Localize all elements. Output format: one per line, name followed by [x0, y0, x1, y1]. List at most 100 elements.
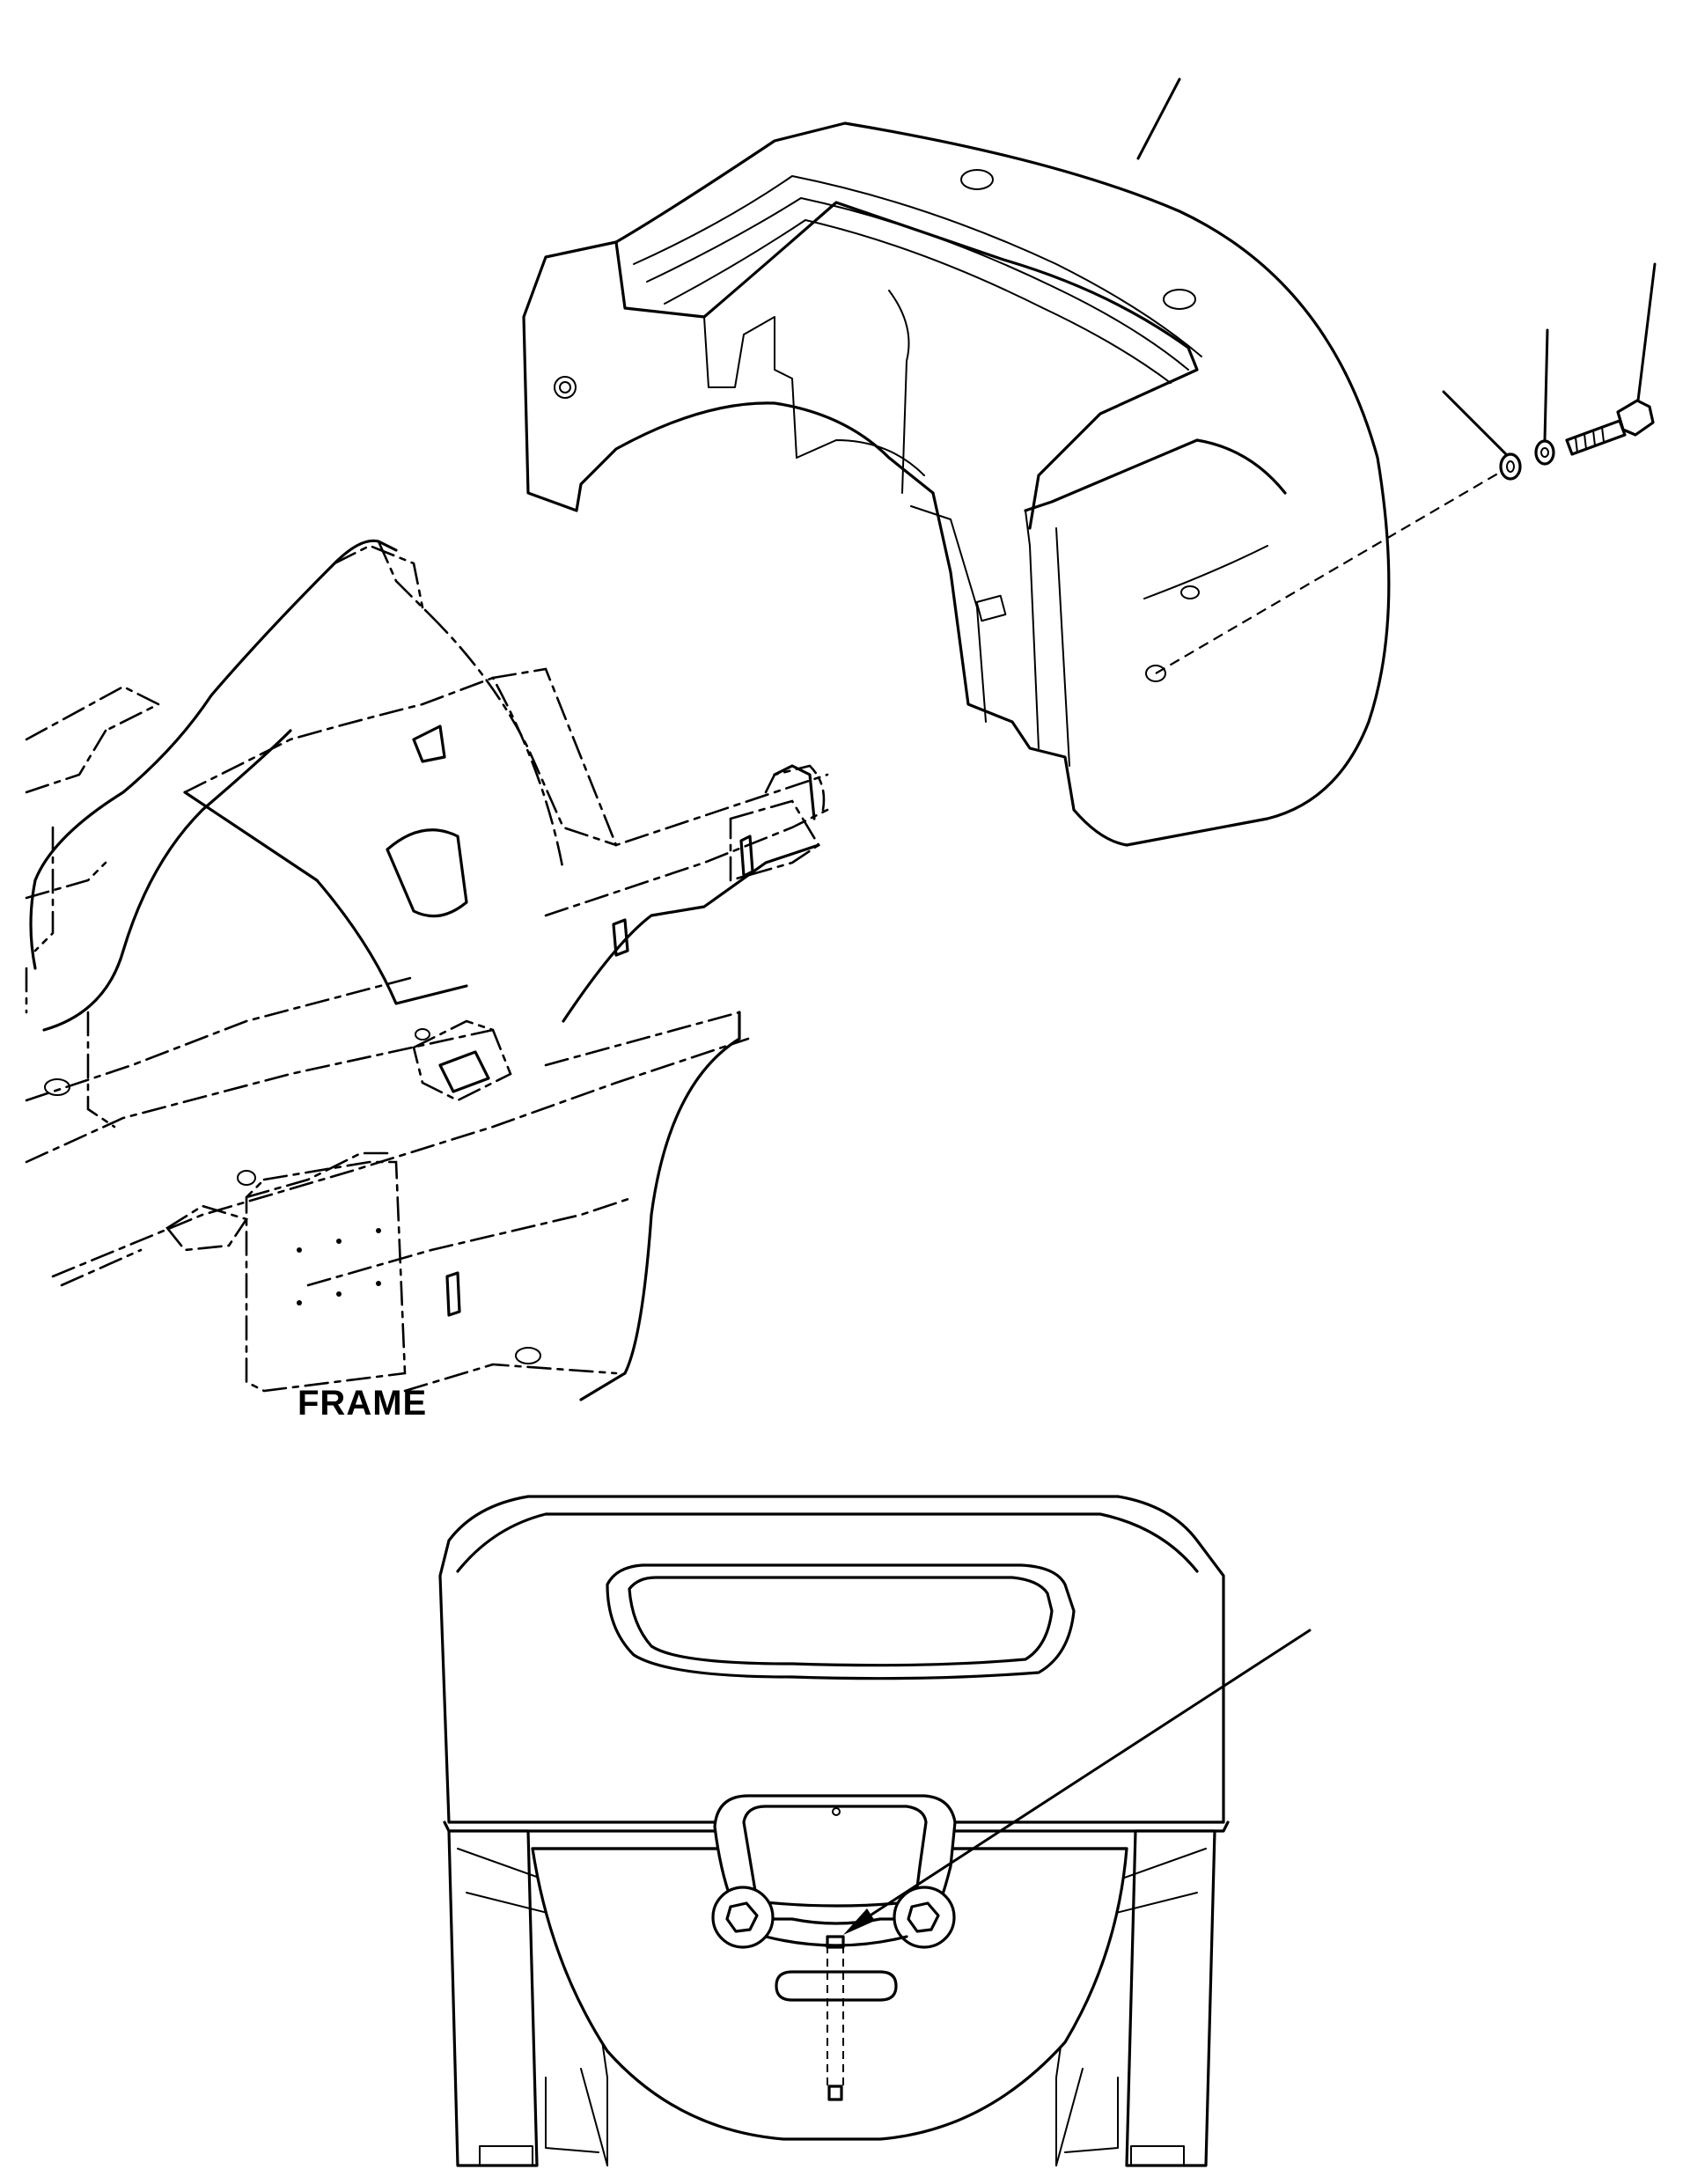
frame-bottom-rail-6	[403, 1363, 618, 1393]
rear-right-foot	[1055, 2068, 1119, 2166]
hex-bolt-right-icon	[907, 1901, 940, 1933]
frame-mount-block	[438, 1050, 490, 1093]
rear-right-boss	[893, 1886, 956, 1949]
rear-top-edge	[456, 1512, 1199, 1573]
leader-arrow-icon	[843, 1908, 875, 1935]
counterweight-bolt-hole	[1145, 665, 1166, 682]
washer-icon	[1534, 439, 1555, 466]
counterweight-slot	[975, 594, 1007, 622]
frame-bottom-rail-5	[306, 1195, 636, 1287]
rear-window-inner	[628, 1576, 1054, 1667]
frame-bracket-curve-lower	[42, 729, 292, 1032]
frame-bracket-top	[333, 544, 424, 609]
frame-left-plate	[25, 861, 107, 900]
frame-end-slot	[739, 835, 754, 878]
frame-center-bracket	[412, 724, 446, 763]
rear-pin-leader	[852, 1629, 1312, 1928]
lifting-hole-1	[960, 169, 994, 190]
frame-bracket-top-2	[377, 540, 433, 618]
frame-bottom-rail-1	[25, 1028, 495, 1164]
frame-right-curved-edge	[579, 1011, 741, 1401]
frame-access-cover	[386, 828, 468, 918]
frame-left-lower-plate	[86, 1011, 116, 1129]
rear-left-foot	[545, 2068, 608, 2166]
counterweight-side-hole-inner	[559, 381, 571, 393]
counterweight-end-highlight	[1143, 545, 1268, 599]
rear-view	[438, 1495, 1312, 2167]
nut-leader	[1442, 390, 1509, 457]
frame-panel-dot-2	[336, 1239, 342, 1244]
frame-right-rail-upper	[491, 667, 829, 847]
counterweight-end-hole-1	[1180, 585, 1200, 599]
rear-center-shield	[531, 1847, 1128, 2141]
frame-bottom-rail-3	[51, 1037, 750, 1278]
frame-panel-dot-5	[336, 1291, 342, 1297]
rear-right-housing	[1125, 1829, 1216, 2167]
frame-side-panel	[245, 1160, 407, 1393]
fasteners	[1155, 399, 1655, 674]
frame-bottom-bolt	[515, 1347, 541, 1364]
counterweight-leader	[1136, 77, 1181, 160]
frame-side-panel-top	[245, 1151, 389, 1199]
hex-bolt-left-icon	[725, 1901, 759, 1933]
rear-boss-bridge	[764, 1935, 908, 1947]
rear-left-boss	[711, 1886, 775, 1949]
frame-vertical-slot	[612, 918, 629, 957]
frame-panel-dot-6	[376, 1281, 381, 1286]
rear-right-pad	[1130, 2145, 1185, 2166]
callout-leaders-top	[1136, 77, 1657, 457]
counterweight	[522, 121, 1391, 847]
bolt-icon	[1565, 399, 1655, 456]
nut-bore	[1506, 460, 1515, 473]
counterweight-side-hole	[554, 376, 577, 399]
frame-bottom-rail-4	[544, 1011, 741, 1067]
counterweight-inner-arch	[796, 439, 925, 476]
frame-right-rail-lower	[544, 808, 829, 917]
rear-slot	[775, 1970, 898, 2002]
frame-left-bolt	[44, 1078, 70, 1096]
washer-leader	[1543, 328, 1549, 442]
washer-bore	[1540, 447, 1549, 458]
frame-end-block-1	[773, 764, 816, 820]
lifting-hole-2	[1163, 289, 1196, 310]
counterweight-end-top	[1024, 438, 1287, 512]
frame-panel-dot-4	[297, 1300, 302, 1305]
counterweight-top-rim	[614, 201, 1199, 530]
frame-label: FRAME	[298, 1384, 428, 1423]
frame	[25, 539, 829, 1401]
counterweight-end-edge	[1025, 510, 1040, 749]
frame-end-block-2	[729, 799, 820, 882]
rear-left-housing	[447, 1829, 539, 2167]
rear-handle-hole	[832, 1807, 841, 1816]
counterweight-inner-wall-left	[703, 316, 797, 459]
frame-panel-dot-1	[297, 1247, 302, 1253]
frame-bracket-curve-front	[29, 539, 398, 970]
counterweight-rim-groove-inner	[646, 197, 1189, 371]
rear-window-outer	[606, 1563, 1076, 1680]
frame-small-bracket	[165, 1204, 249, 1252]
counterweight-end-face	[1055, 527, 1070, 767]
counterweight-shell	[522, 121, 1391, 847]
rear-counterweight-body	[438, 1495, 1225, 1824]
nut-icon	[1499, 452, 1522, 481]
frame-cross-plate-edge	[183, 791, 468, 1005]
frame-right-rail-curve	[562, 843, 820, 1023]
frame-right-end-top	[764, 764, 826, 812]
frame-left-side	[33, 826, 55, 952]
frame-bolt-head	[415, 1028, 430, 1041]
rear-handle-opening	[742, 1805, 928, 1908]
frame-left-edge-2	[60, 1248, 143, 1287]
counterweight-lower-cut	[910, 505, 987, 723]
frame-lower-slot	[445, 1271, 461, 1317]
frame-left-top-edge-2	[25, 729, 107, 794]
frame-panel-dot-3	[376, 1228, 381, 1233]
counterweight-rim-inner	[664, 219, 1172, 384]
frame-lower-mount	[412, 1019, 512, 1102]
frame-cross-plate-right	[430, 614, 618, 847]
frame-bottom-rail-2	[25, 975, 415, 1102]
rear-left-pad	[479, 2145, 533, 2166]
frame-small-bolt	[237, 1170, 256, 1186]
rear-pin-head	[826, 1935, 845, 1949]
rear-pin-end	[827, 2085, 843, 2101]
